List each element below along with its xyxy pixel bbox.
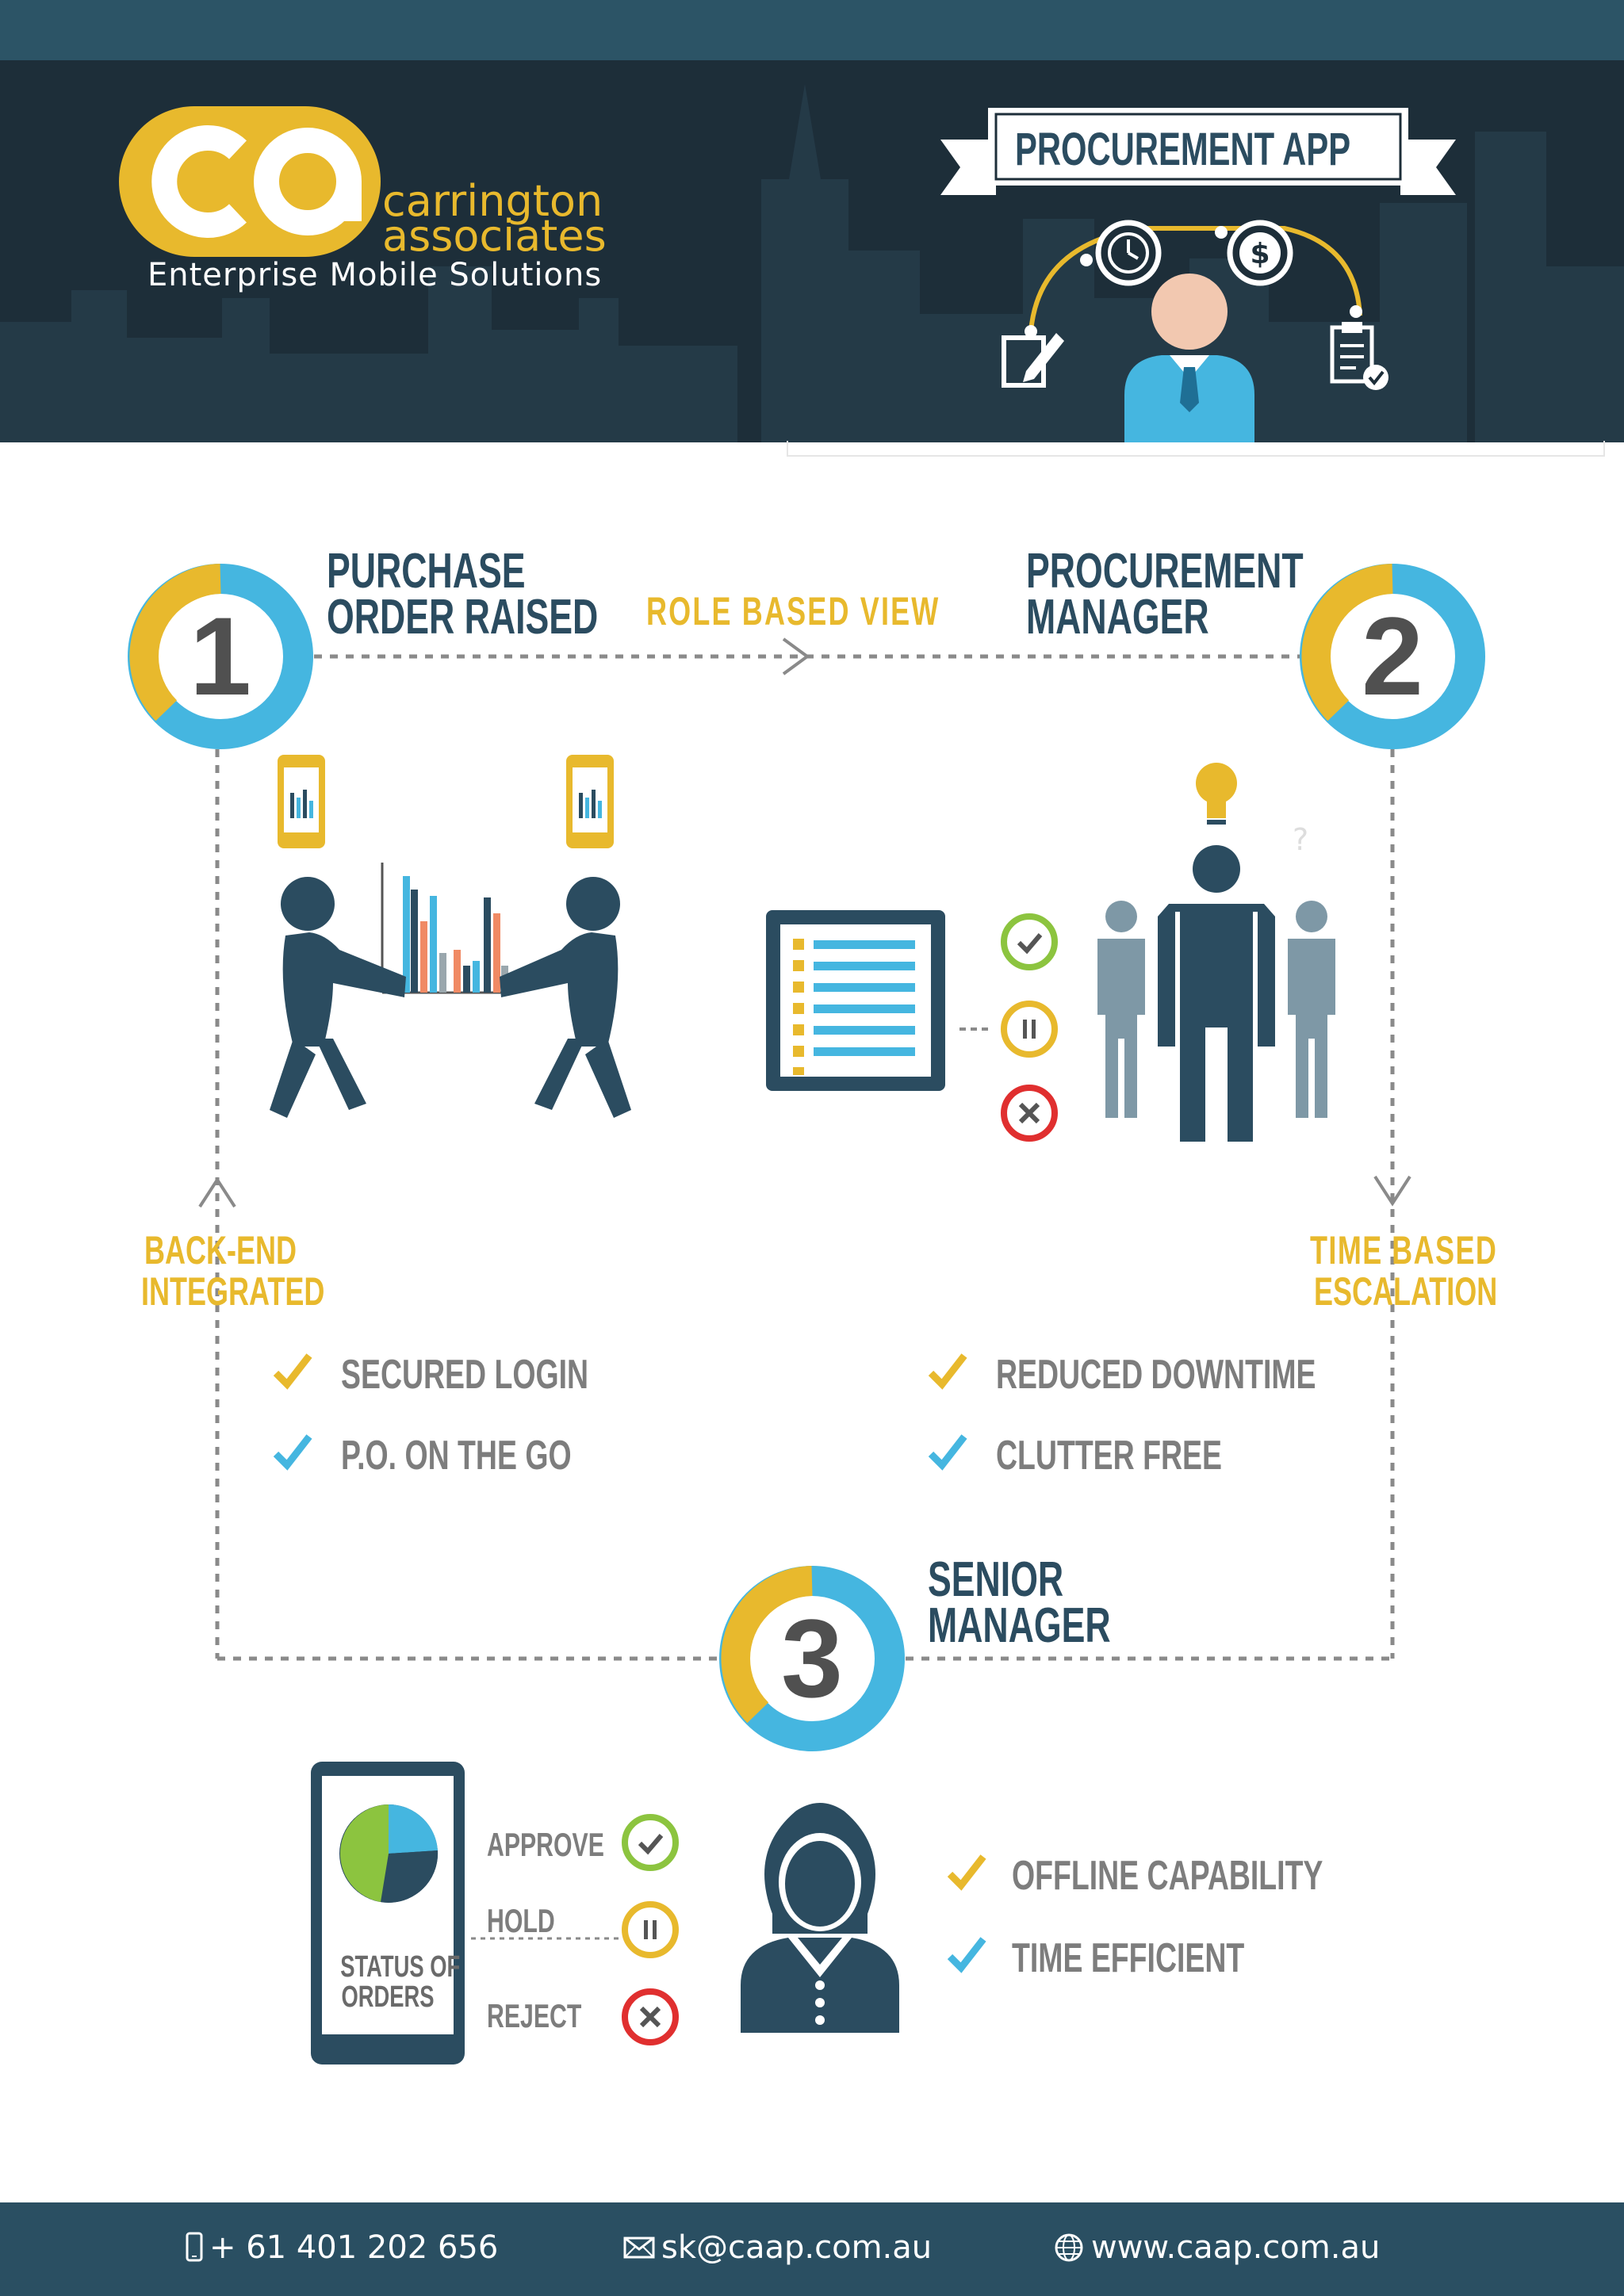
status-caption-line2: ORDERS — [341, 1980, 435, 2014]
feature-secured-login: SECURED LOGIN — [341, 1352, 589, 1398]
approve-check-icon — [622, 1814, 679, 1871]
clock-icon — [1095, 220, 1162, 286]
step-3-badge — [719, 1566, 905, 1751]
banner-title: PROCUREMENT APP — [1015, 124, 1351, 175]
step-2-badge — [1300, 564, 1485, 749]
company-name-line1: carrington — [382, 176, 603, 226]
step-1-number: 1 — [190, 594, 251, 718]
footer-bar: + 61 401 202 656 sk@caap.com.au www.caap… — [0, 2202, 1624, 2296]
footer-website[interactable]: www.caap.com.au — [1053, 2229, 1380, 2266]
check-icon-blue — [928, 1434, 967, 1471]
step-3-title-line2: MANAGER — [928, 1598, 1111, 1653]
backend-integrated-line2: INTEGRATED — [141, 1269, 325, 1314]
company-logo-mark — [119, 106, 381, 257]
status-hold-label: HOLD — [487, 1902, 555, 1939]
svg-text:?: ? — [1293, 822, 1308, 857]
hold-pause-icon — [622, 1901, 679, 1958]
check-icon-gold — [273, 1353, 312, 1390]
step-2-title-line2: MANAGER — [1026, 590, 1209, 645]
check-icon-blue — [947, 1937, 986, 1973]
procurement-manager-illustration: ? — [766, 763, 1335, 1142]
feature-reduced-downtime: REDUCED DOWNTIME — [996, 1352, 1316, 1398]
skyline-background — [0, 84, 1624, 442]
step-2-title-line1: PROCUREMENT — [1026, 544, 1304, 599]
step-3-title-line1: SENIOR — [928, 1552, 1064, 1607]
feature-clutter-free: CLUTTER FREE — [996, 1433, 1222, 1479]
check-icon-blue — [273, 1434, 312, 1471]
two-people-chart-illustration — [270, 755, 631, 1118]
company-name-line2: associates — [382, 211, 607, 261]
footer-phone[interactable]: + 61 401 202 656 — [186, 2229, 498, 2266]
senior-manager-avatar — [741, 1803, 899, 2033]
phone-icon — [186, 2232, 203, 2262]
header-banner: carrington associates Enterprise Mobile … — [0, 60, 1624, 442]
status-caption-line1: STATUS OF — [340, 1950, 461, 1984]
lightbulb-icon — [1196, 763, 1237, 825]
status-reject-label: REJECT — [487, 1997, 582, 2034]
step-3-number: 3 — [781, 1596, 843, 1720]
step-1-title-line2: ORDER RAISED — [327, 590, 599, 645]
globe-icon — [1055, 2233, 1083, 2262]
check-icon — [1001, 913, 1058, 970]
check-icon-gold — [947, 1854, 986, 1891]
footer-phone-text: + 61 401 202 656 — [209, 2229, 499, 2266]
time-based-escalation-line1: TIME BASED — [1309, 1228, 1497, 1272]
feature-po-on-the-go: P.O. ON THE GO — [341, 1433, 572, 1479]
svg-text:$: $ — [1250, 238, 1270, 270]
status-connector — [471, 1937, 622, 1940]
step-1-title-line1: PURCHASE — [327, 544, 526, 599]
footer-email[interactable]: sk@caap.com.au — [623, 2229, 932, 2266]
feature-offline-capability: OFFLINE CAPABILITY — [1012, 1853, 1323, 1899]
step-1-badge — [128, 564, 313, 749]
step-2-number: 2 — [1362, 594, 1423, 718]
reject-close-icon — [622, 1988, 679, 2045]
time-based-escalation-line2: ESCALATION — [1313, 1269, 1497, 1314]
feature-time-efficient: TIME EFFICIENT — [1012, 1935, 1245, 1981]
mail-icon — [623, 2237, 655, 2259]
check-icon-gold — [928, 1353, 967, 1390]
ribbon-banner — [940, 108, 1456, 195]
backend-integrated-line1: BACK-END — [144, 1228, 297, 1272]
close-icon — [1001, 1085, 1058, 1142]
checklist-icon — [1330, 322, 1388, 390]
footer-email-text: sk@caap.com.au — [661, 2229, 933, 2266]
status-pie-chart — [339, 1804, 439, 1903]
pause-icon — [1001, 1001, 1058, 1058]
procurement-hero-graphic — [1025, 226, 1362, 442]
footer-website-text: www.caap.com.au — [1091, 2229, 1381, 2266]
header-shadow-box — [787, 441, 1605, 457]
pencil-icon — [1002, 333, 1064, 388]
dollar-icon: $ — [1227, 220, 1293, 286]
company-tagline: Enterprise Mobile Solutions — [147, 257, 603, 293]
status-approve-label: APPROVE — [487, 1826, 604, 1863]
top-strip — [0, 0, 1624, 60]
role-based-view-label: ROLE BASED VIEW — [646, 589, 940, 633]
